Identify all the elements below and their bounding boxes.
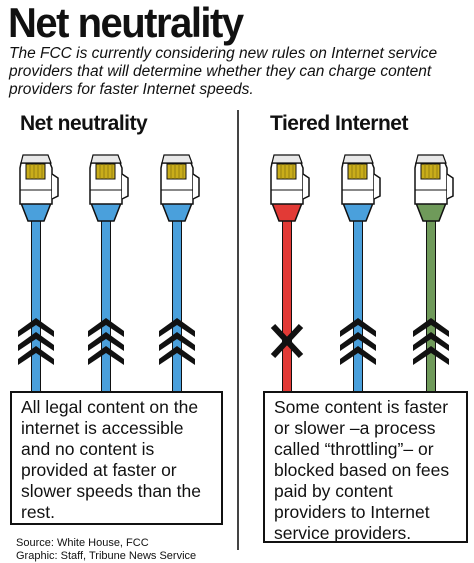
speed-arrow-up-icon [88,332,124,351]
plug-contacts [25,163,46,180]
speed-arrow-up-icon [88,346,124,365]
cable-boot [341,202,375,222]
plug-latch [446,173,454,200]
cable-boot [270,202,304,222]
plug-latch [373,173,381,200]
speed-arrow-up-icon [340,332,376,351]
plug-tip [271,154,303,164]
speed-arrow-up-icon [413,332,449,351]
plug-tip [415,154,447,164]
cable-cord [31,217,41,394]
credit-line: Graphic: Staff, Tribune News Service [16,549,197,562]
speed-arrow-up-icon [159,332,195,351]
cable-cord [172,217,182,394]
description-text-tiered-internet: Some content is faster or slower –a proc… [274,397,450,543]
speed-arrow-up-icon [159,318,195,337]
plug-contacts [347,163,368,180]
cable-cord [353,217,363,394]
cable-boot [160,202,194,222]
cable-cord [101,217,111,394]
plug-contacts [276,163,297,180]
network-cable [159,154,200,394]
speed-arrow-up-icon [18,332,54,351]
plug-contacts [95,163,116,180]
network-cable [270,154,310,394]
plug-tip [342,154,374,164]
network-cable [18,154,59,394]
speed-arrow-up-icon [18,346,54,365]
speed-arrow-up-icon [413,346,449,365]
cable-cord [426,217,436,394]
plug-tip [20,154,52,164]
plug-contacts [420,163,441,180]
speed-arrow-up-icon [413,318,449,337]
plug-latch [51,173,59,200]
speed-arrow-up-icon [340,318,376,337]
blocked-x-icon [270,323,304,359]
column-heading-tiered-internet: Tiered Internet [270,112,408,135]
source-credit: Source: White House, FCC Graphic: Staff,… [16,537,196,562]
cable-cord [282,217,292,394]
subtitle: The FCC is currently considering new rul… [9,45,438,98]
plug-contacts [166,163,187,180]
plug-latch [302,173,310,200]
speed-arrow-up-icon [159,346,195,365]
speed-arrow-up-icon [88,318,124,337]
source-line: Source: White House, FCC [16,537,149,549]
cable-boot [414,202,448,222]
speed-arrow-up-icon [18,318,54,337]
description-box-tiered-internet: Some content is faster or slower –a proc… [263,391,468,543]
cable-boot [19,202,53,222]
plug-tip [161,154,193,164]
plug-tip [90,154,122,164]
plug-latch [192,173,200,200]
page-title: Net neutrality [8,0,244,47]
speed-arrow-up-icon [340,346,376,365]
cable-boot [89,202,123,222]
network-cable [340,154,381,394]
plug-latch [121,173,129,200]
network-cable [88,154,129,394]
network-cable [413,154,454,394]
column-divider [237,110,239,550]
description-box-net-neutrality: All legal content on the internet is acc… [10,391,223,525]
column-heading-net-neutrality: Net neutrality [20,112,148,135]
description-text-net-neutrality: All legal content on the internet is acc… [21,397,201,522]
